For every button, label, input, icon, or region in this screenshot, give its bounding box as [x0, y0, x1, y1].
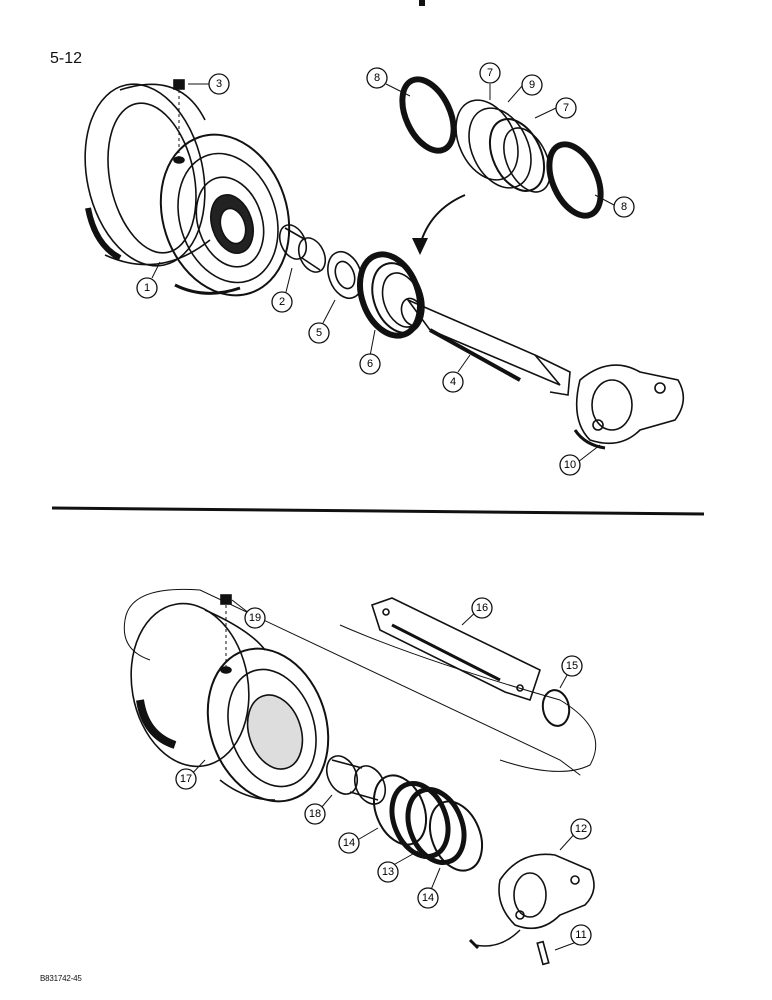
callout-5: 5: [308, 322, 330, 344]
callout-19: 19: [244, 607, 266, 629]
svg-text:3: 3: [216, 78, 222, 90]
duo-cone-seal: [357, 251, 425, 339]
svg-text:1: 1: [144, 282, 150, 294]
svg-text:9: 9: [529, 79, 535, 91]
svg-text:10: 10: [564, 459, 576, 471]
o-ring: [541, 689, 571, 727]
svg-text:19: 19: [249, 612, 261, 624]
seal-rings-group: [455, 99, 551, 193]
end-collar: [573, 364, 685, 450]
bushing: [278, 224, 327, 273]
callout-11: 11: [570, 924, 592, 946]
callout-16: 16: [471, 597, 493, 619]
lower-track-roller-wheel: [130, 602, 330, 803]
page-number: 5-12: [50, 50, 83, 67]
top-tick-mark: [419, 0, 425, 6]
callout-12: 12: [570, 818, 592, 840]
callout-6: 6: [359, 353, 381, 375]
svg-text:16: 16: [476, 602, 488, 614]
track-roller-wheel: [84, 83, 291, 297]
section-divider: [51, 506, 705, 516]
fill-plug: [173, 79, 185, 164]
seal-ring-lower: [546, 141, 604, 219]
svg-text:8: 8: [621, 201, 627, 213]
upper-callouts: [151, 83, 615, 463]
callout-8a: 8: [366, 67, 388, 89]
callout-9: 9: [521, 74, 543, 96]
svg-text:14: 14: [422, 892, 434, 904]
callout-17: 17: [175, 768, 197, 790]
callout-18: 18: [304, 803, 326, 825]
svg-text:7: 7: [563, 102, 569, 114]
svg-text:2: 2: [279, 296, 285, 308]
svg-text:8: 8: [374, 72, 380, 84]
roller-shaft: [400, 297, 571, 396]
seal-ring-upper: [399, 76, 457, 154]
callout-7a: 7: [479, 62, 501, 84]
callout-10: 10: [559, 454, 581, 476]
callout-4: 4: [442, 371, 464, 393]
callout-bubbles: 1 2 3 4 5 6 7 7 8 8 9 10 11 12 13 14 14 …: [136, 62, 635, 946]
lower-fill-plug: [220, 594, 232, 674]
callout-13: 13: [377, 861, 399, 883]
svg-text:11: 11: [575, 929, 586, 941]
install-direction-arrow: [419, 194, 466, 246]
callout-14a: 14: [338, 832, 360, 854]
lower-callouts: [186, 599, 583, 951]
upper-roller-assembly: [84, 76, 685, 450]
svg-text:15: 15: [566, 660, 578, 672]
retaining-pin: [468, 929, 550, 966]
svg-text:13: 13: [382, 866, 394, 878]
lower-end-collar: [498, 853, 595, 930]
figure-code: B831742-45: [40, 974, 82, 983]
svg-text:5: 5: [316, 327, 322, 339]
lower-roller-assembly: [123, 588, 597, 966]
callout-8b: 8: [613, 196, 635, 218]
callout-3: 3: [208, 73, 230, 95]
lower-roller-shaft: [371, 597, 541, 702]
lower-seal-group: [372, 774, 484, 872]
callout-7b: 7: [555, 97, 577, 119]
svg-text:17: 17: [180, 773, 192, 785]
svg-text:14: 14: [343, 837, 355, 849]
callout-2: 2: [271, 291, 293, 313]
svg-text:6: 6: [367, 358, 373, 370]
svg-text:4: 4: [450, 376, 456, 388]
svg-text:7: 7: [487, 67, 493, 79]
callout-15: 15: [561, 655, 583, 677]
svg-text:18: 18: [309, 808, 321, 820]
callout-1: 1: [136, 277, 158, 299]
svg-text:12: 12: [575, 823, 587, 835]
callout-14b: 14: [417, 887, 439, 909]
